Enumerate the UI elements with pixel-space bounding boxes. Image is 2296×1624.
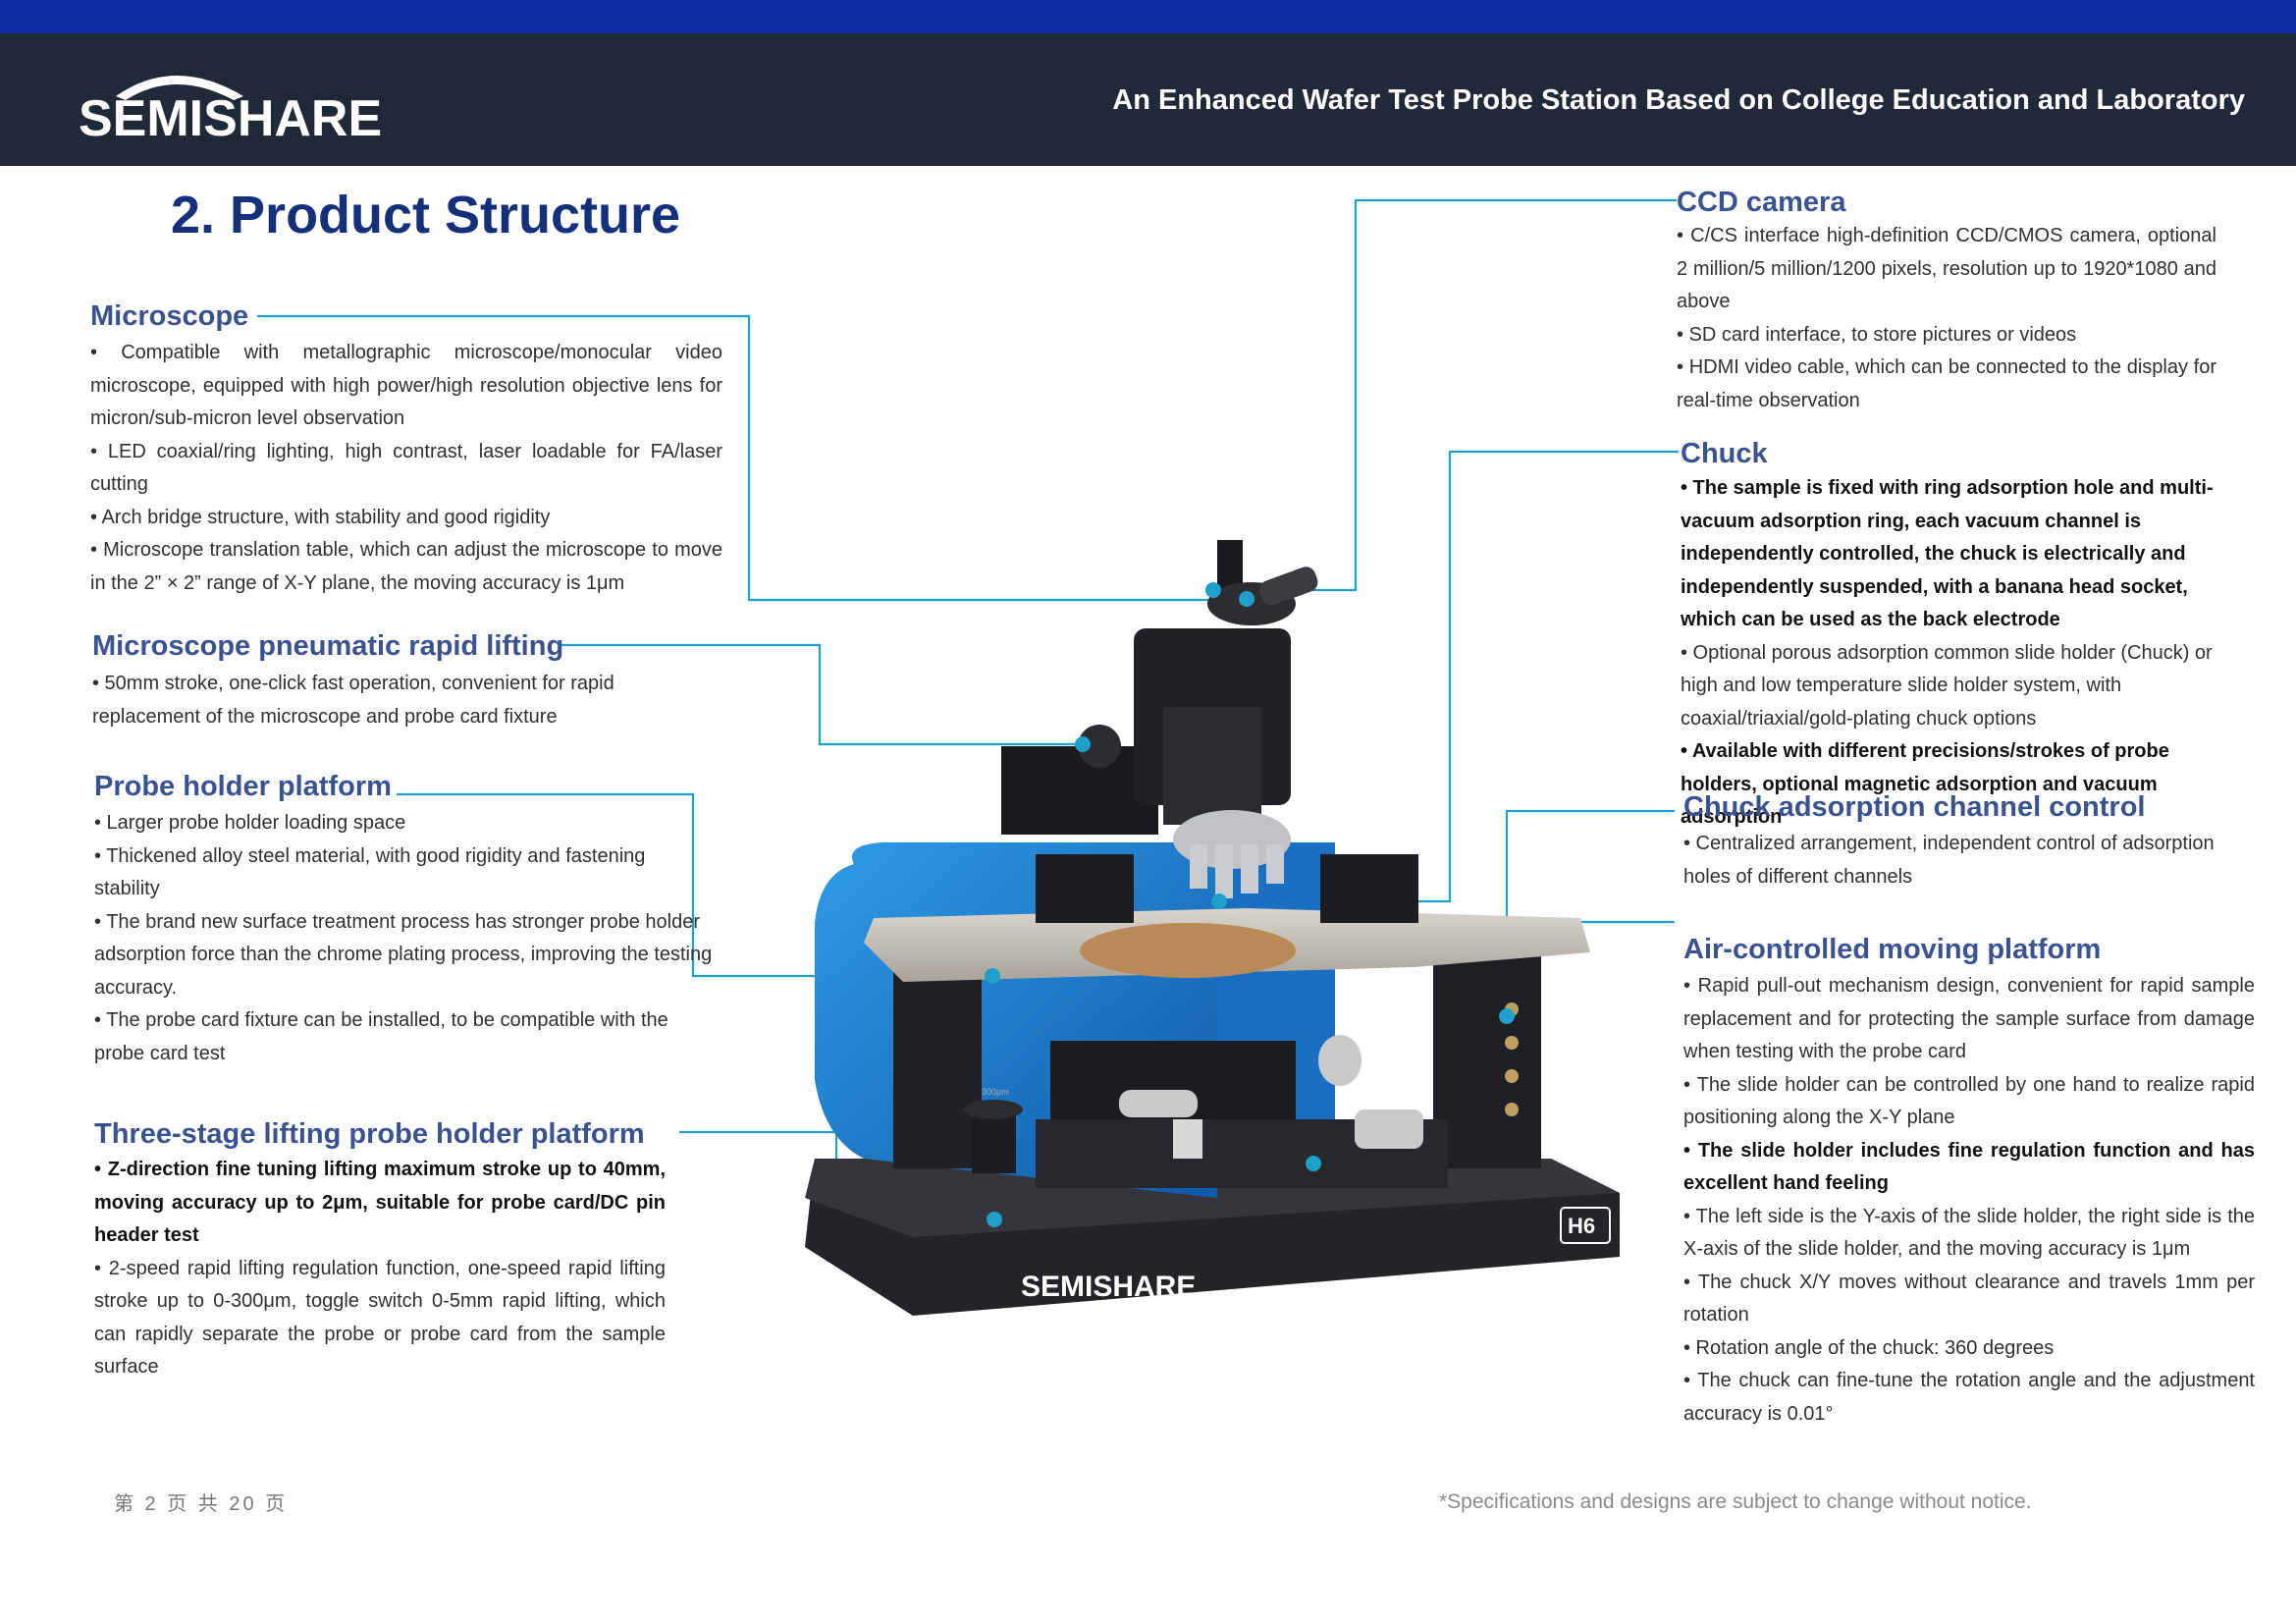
- ccd-bullet: • C/CS interface high-definition CCD/CMO…: [1677, 225, 2216, 312]
- ccd-camera-text: • C/CS interface high-definition CCD/CMO…: [1677, 220, 2216, 417]
- probe-holder-bullet: • Larger probe holder loading space: [94, 812, 406, 834]
- chuck-bullet: • The sample is fixed with ring adsorpti…: [1681, 477, 2214, 630]
- page-title: 2. Product Structure: [171, 186, 681, 244]
- pneumatic-title: Microscope pneumatic rapid lifting: [92, 630, 564, 662]
- microscope-bullet: • Arch bridge structure, with stability …: [90, 506, 551, 528]
- probe-holder-text: • Larger probe holder loading space • Th…: [94, 807, 713, 1070]
- probe-station-illustration: 300μm H6 SEMISHARE: [805, 540, 1620, 1316]
- three-stage-text: • Z-direction fine tuning lifting maximu…: [94, 1154, 666, 1384]
- probe-holder-bullet: • Thickened alloy steel material, with g…: [94, 844, 646, 900]
- header-accent-bar: [0, 0, 2296, 33]
- chuck-bullet: • Available with different precisions/st…: [1681, 740, 2169, 828]
- air-platform-title: Air-controlled moving platform: [1683, 934, 2102, 965]
- probe-holder-bullet: • The brand new surface treatment proces…: [94, 910, 713, 999]
- ccd-camera-title: CCD camera: [1677, 187, 1846, 218]
- page-number: 第 2 页 共 20 页: [114, 1493, 289, 1515]
- chuck-bullet: • Optional porous adsorption common slid…: [1681, 641, 2213, 730]
- ccd-bullet: • SD card interface, to store pictures o…: [1677, 323, 2077, 346]
- three-stage-bullet: • 2-speed rapid lifting regulation funct…: [94, 1257, 666, 1379]
- three-stage-title: Three-stage lifting probe holder platfor…: [94, 1118, 645, 1150]
- microscope-arm: [1001, 746, 1158, 835]
- probe-holder-right: [1320, 854, 1418, 923]
- microscope-body: [1134, 540, 1318, 898]
- disclaimer: *Specifications and designs are subject …: [1439, 1490, 2032, 1513]
- pneumatic-bullet: • 50mm stroke, one-click fast operation,…: [92, 673, 614, 728]
- microscope-title: Microscope: [90, 300, 249, 332]
- semishare-logo: SEMISHARE: [77, 57, 391, 147]
- base-brand-text: SEMISHARE: [1021, 1271, 1196, 1303]
- chuck-text: • The sample is fixed with ring adsorpti…: [1681, 472, 2248, 835]
- adsorption-control-panel: [1433, 952, 1541, 1168]
- logo-text: SEMISHARE: [79, 90, 382, 145]
- adsorption-bullet: • Centralized arrangement, independent c…: [1683, 833, 2215, 888]
- microscope-bullet: • LED coaxial/ring lighting, high contra…: [90, 440, 722, 496]
- air-platform-bullet: • Rotation angle of the chuck: 360 degre…: [1683, 1336, 2055, 1359]
- model-label: H6: [1568, 1214, 1595, 1238]
- probe-holder-left: [1036, 854, 1134, 923]
- air-platform-bullet: • The chuck X/Y moves without clearance …: [1683, 1271, 2255, 1326]
- three-stage-bullet: • Z-direction fine tuning lifting maximu…: [94, 1159, 666, 1246]
- z-lift-knob: 300μm: [964, 1087, 1023, 1173]
- air-platform-bullet: • The slide holder includes fine regulat…: [1683, 1139, 2255, 1195]
- microscope-text: • Compatible with metallographic microsc…: [90, 337, 722, 600]
- probe-holder-title: Probe holder platform: [94, 771, 392, 802]
- air-platform-bullet: • The slide holder can be controlled by …: [1683, 1073, 2255, 1129]
- microscope-bullet: • Compatible with metallographic microsc…: [90, 342, 722, 429]
- header-title: An Enhanced Wafer Test Probe Station Bas…: [1112, 84, 2245, 116]
- adsorption-text: • Centralized arrangement, independent c…: [1683, 828, 2253, 893]
- ccd-bullet: • HDMI video cable, which can be connect…: [1677, 356, 2216, 411]
- chuck-title: Chuck: [1681, 438, 1768, 469]
- header-bar: [0, 33, 2296, 166]
- adsorption-title: Chuck adsorption channel control: [1683, 791, 2146, 823]
- air-platform-bullet: • The chuck can fine-tune the rotation a…: [1683, 1370, 2255, 1425]
- air-platform-text: • Rapid pull-out mechanism design, conve…: [1683, 970, 2255, 1431]
- svg-text:300μm: 300μm: [982, 1087, 1009, 1097]
- xy-stage: [1036, 1035, 1448, 1188]
- pneumatic-text: • 50mm stroke, one-click fast operation,…: [92, 668, 681, 733]
- microscope-bullet: • Microscope translation table, which ca…: [90, 539, 722, 594]
- air-platform-bullet: • The left side is the Y-axis of the sli…: [1683, 1205, 2255, 1261]
- air-platform-bullet: • Rapid pull-out mechanism design, conve…: [1683, 975, 2255, 1062]
- probe-holder-bullet: • The probe card fixture can be installe…: [94, 1009, 668, 1064]
